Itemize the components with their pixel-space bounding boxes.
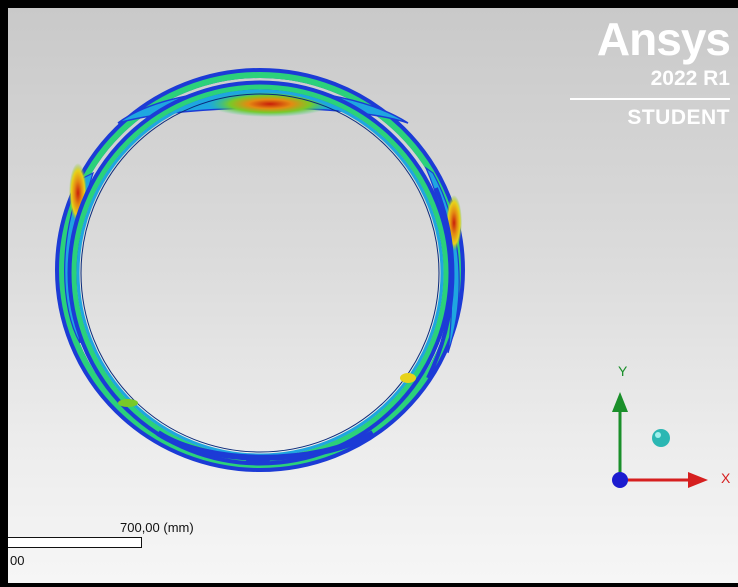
scale-bar (8, 537, 142, 548)
logo-version: 2022 R1 (650, 67, 730, 90)
deformed-ring-model[interactable] (8, 8, 738, 583)
isometric-highlight (655, 432, 661, 438)
x-axis-arrow (620, 472, 708, 488)
scale-zero-label: 00 (10, 553, 25, 568)
logo-divider (570, 98, 730, 100)
logo-edition: STUDENT (627, 106, 730, 129)
x-axis-label: X (721, 470, 731, 486)
isometric-view-ball[interactable] (652, 429, 670, 447)
graphics-viewport[interactable]: Ansys 2022 R1 STUDENT Y X 700,00 (mm) 00 (8, 8, 738, 583)
coordinate-triad[interactable]: Y X (8, 8, 738, 583)
y-axis-arrow (612, 392, 628, 478)
ansys-logo: Ansys 2022 R1 STUDENT (560, 13, 731, 130)
logo-brand: Ansys (596, 13, 731, 65)
scale-label: 700,00 (mm) (120, 520, 194, 535)
y-axis-label: Y (618, 363, 628, 379)
z-axis-origin (612, 472, 628, 488)
